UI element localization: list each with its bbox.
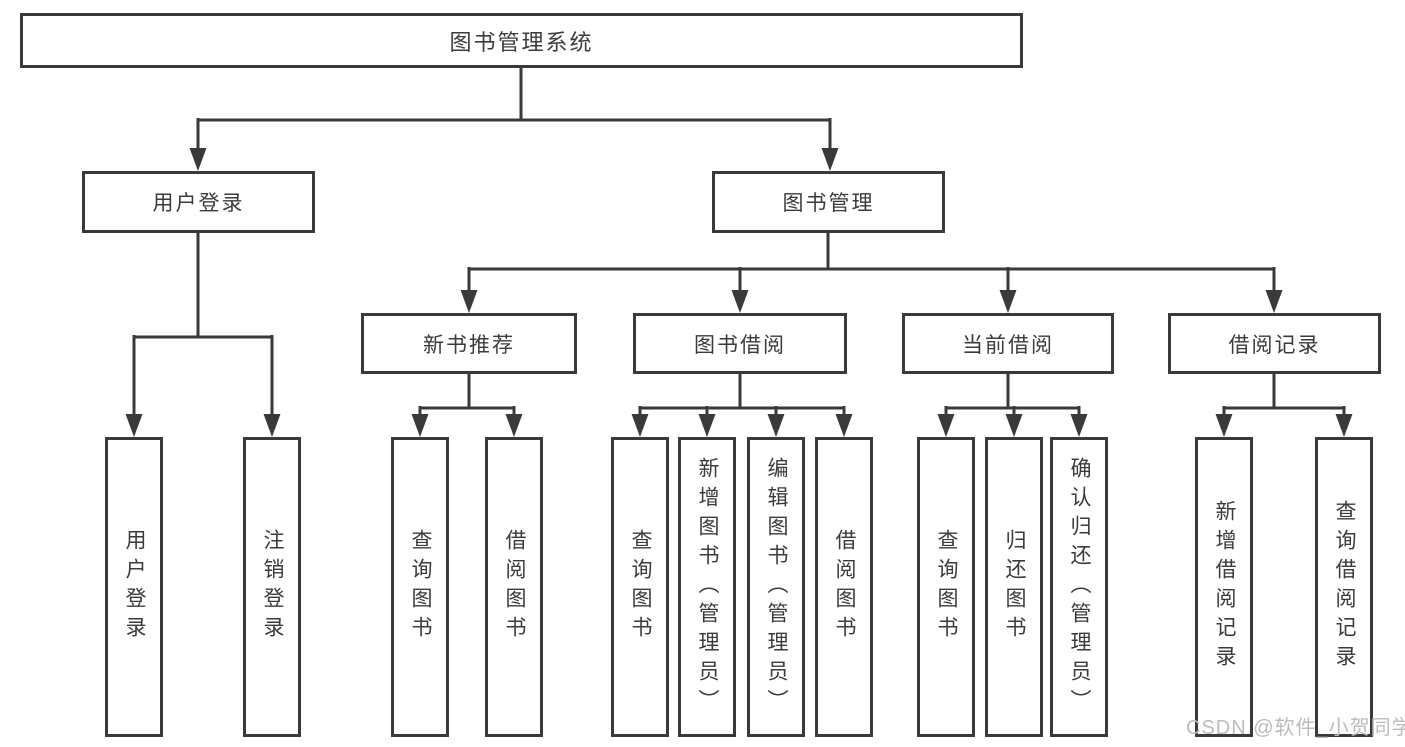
arrowhead [460,290,478,313]
arrowhead [1070,414,1088,437]
arrowhead [999,290,1017,313]
leaf-confirm-return-admin: 确认归还（管理员） [1050,437,1108,737]
leaf-edit-books-admin: 编辑图书（管理员） [747,437,805,737]
node-book-mgmt: 图书管理 [712,171,945,233]
leaf-query-books-newbooks: 查询图书 [391,437,449,737]
leaf-add-books-admin: 新增图书（管理员） [678,437,736,737]
arrowhead [731,290,749,313]
node-current-borrow: 当前借阅 [902,313,1114,374]
leaf-return-books: 归还图书 [985,437,1043,737]
arrowhead [189,148,207,171]
arrowhead [125,414,143,437]
arrowhead [1265,290,1283,313]
leaf-user-login: 用户登录 [105,437,163,737]
arrowhead [835,414,853,437]
arrowhead [937,414,955,437]
arrowhead [1005,414,1023,437]
arrowhead [698,414,716,437]
leaf-query-borrow-record: 查询借阅记录 [1315,437,1373,737]
leaf-query-books-current: 查询图书 [917,437,975,737]
arrowhead [411,414,429,437]
arrowhead [1335,414,1353,437]
leaf-borrow-books-borrow: 借阅图书 [815,437,873,737]
arrowhead [505,414,523,437]
connector-current-borrow [944,374,1081,416]
connector-root [196,68,832,150]
arrowhead [821,148,839,171]
connector-borrow-records [1222,374,1346,416]
leaf-add-borrow-record: 新增借阅记录 [1195,437,1253,737]
arrowhead [767,414,785,437]
node-user-login: 用户登录 [82,171,315,233]
leaf-logout: 注销登录 [243,437,301,737]
csdn-watermark: CSDN @软件_小贺同学 [1186,717,1405,739]
leaf-query-books-borrow: 查询图书 [611,437,669,737]
node-new-books: 新书推荐 [361,313,577,374]
arrowhead [263,414,281,437]
node-book-borrow: 图书借阅 [633,313,847,374]
arrowhead [631,414,649,437]
connector-user-login [132,233,274,416]
connector-new-books [418,374,516,416]
connector-book-borrow [638,374,846,416]
leaf-borrow-books-newbooks: 借阅图书 [485,437,543,737]
connector-book-mgmt [467,233,1276,292]
node-root-title: 图书管理系统 [20,13,1023,68]
node-borrow-records: 借阅记录 [1168,313,1381,374]
arrowhead [1215,414,1233,437]
